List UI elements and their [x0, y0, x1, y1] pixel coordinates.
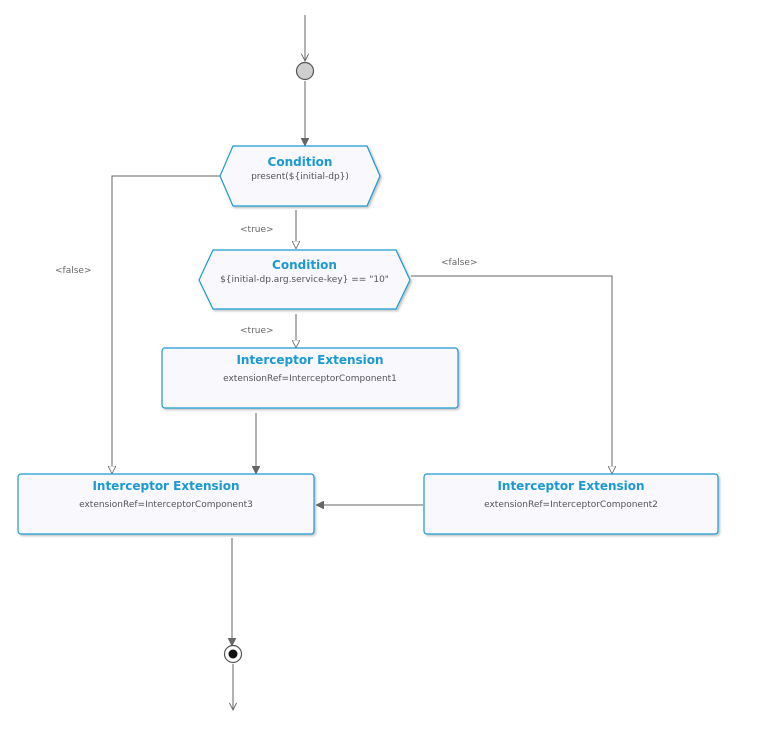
interceptor2-title: Interceptor Extension: [497, 479, 645, 493]
interceptor2-shape[interactable]: [423, 473, 719, 535]
condition1-expression: present(${initial-dp}): [251, 172, 349, 182]
condition2-shape[interactable]: [198, 249, 411, 310]
interceptor3-ref: extensionRef=InterceptorComponent3: [79, 500, 253, 510]
interceptor1-shape[interactable]: [161, 347, 459, 409]
condition2-false-label: <false>: [441, 258, 478, 268]
interceptor3-title: Interceptor Extension: [92, 479, 240, 493]
edge-condition2-false: [411, 275, 612, 473]
initial-node-icon[interactable]: [295, 61, 315, 81]
condition2-true-label: <true>: [240, 326, 274, 336]
condition2-title: Condition: [272, 258, 337, 272]
interceptor3-shape[interactable]: [17, 473, 315, 535]
condition2-expression: ${initial-dp.arg.service-key} == "10": [220, 275, 389, 285]
final-node-icon[interactable]: [223, 644, 243, 664]
condition1-title: Condition: [267, 155, 333, 169]
interceptor2-ref: extensionRef=InterceptorComponent2: [484, 500, 658, 510]
condition1-shape[interactable]: [219, 145, 381, 207]
condition1-false-label: <false>: [55, 266, 92, 276]
interceptor1-ref: extensionRef=InterceptorComponent1: [223, 374, 397, 384]
edge-condition1-false: [112, 175, 220, 473]
interceptor1-title: Interceptor Extension: [236, 353, 384, 367]
condition1-true-label: <true>: [240, 225, 274, 235]
